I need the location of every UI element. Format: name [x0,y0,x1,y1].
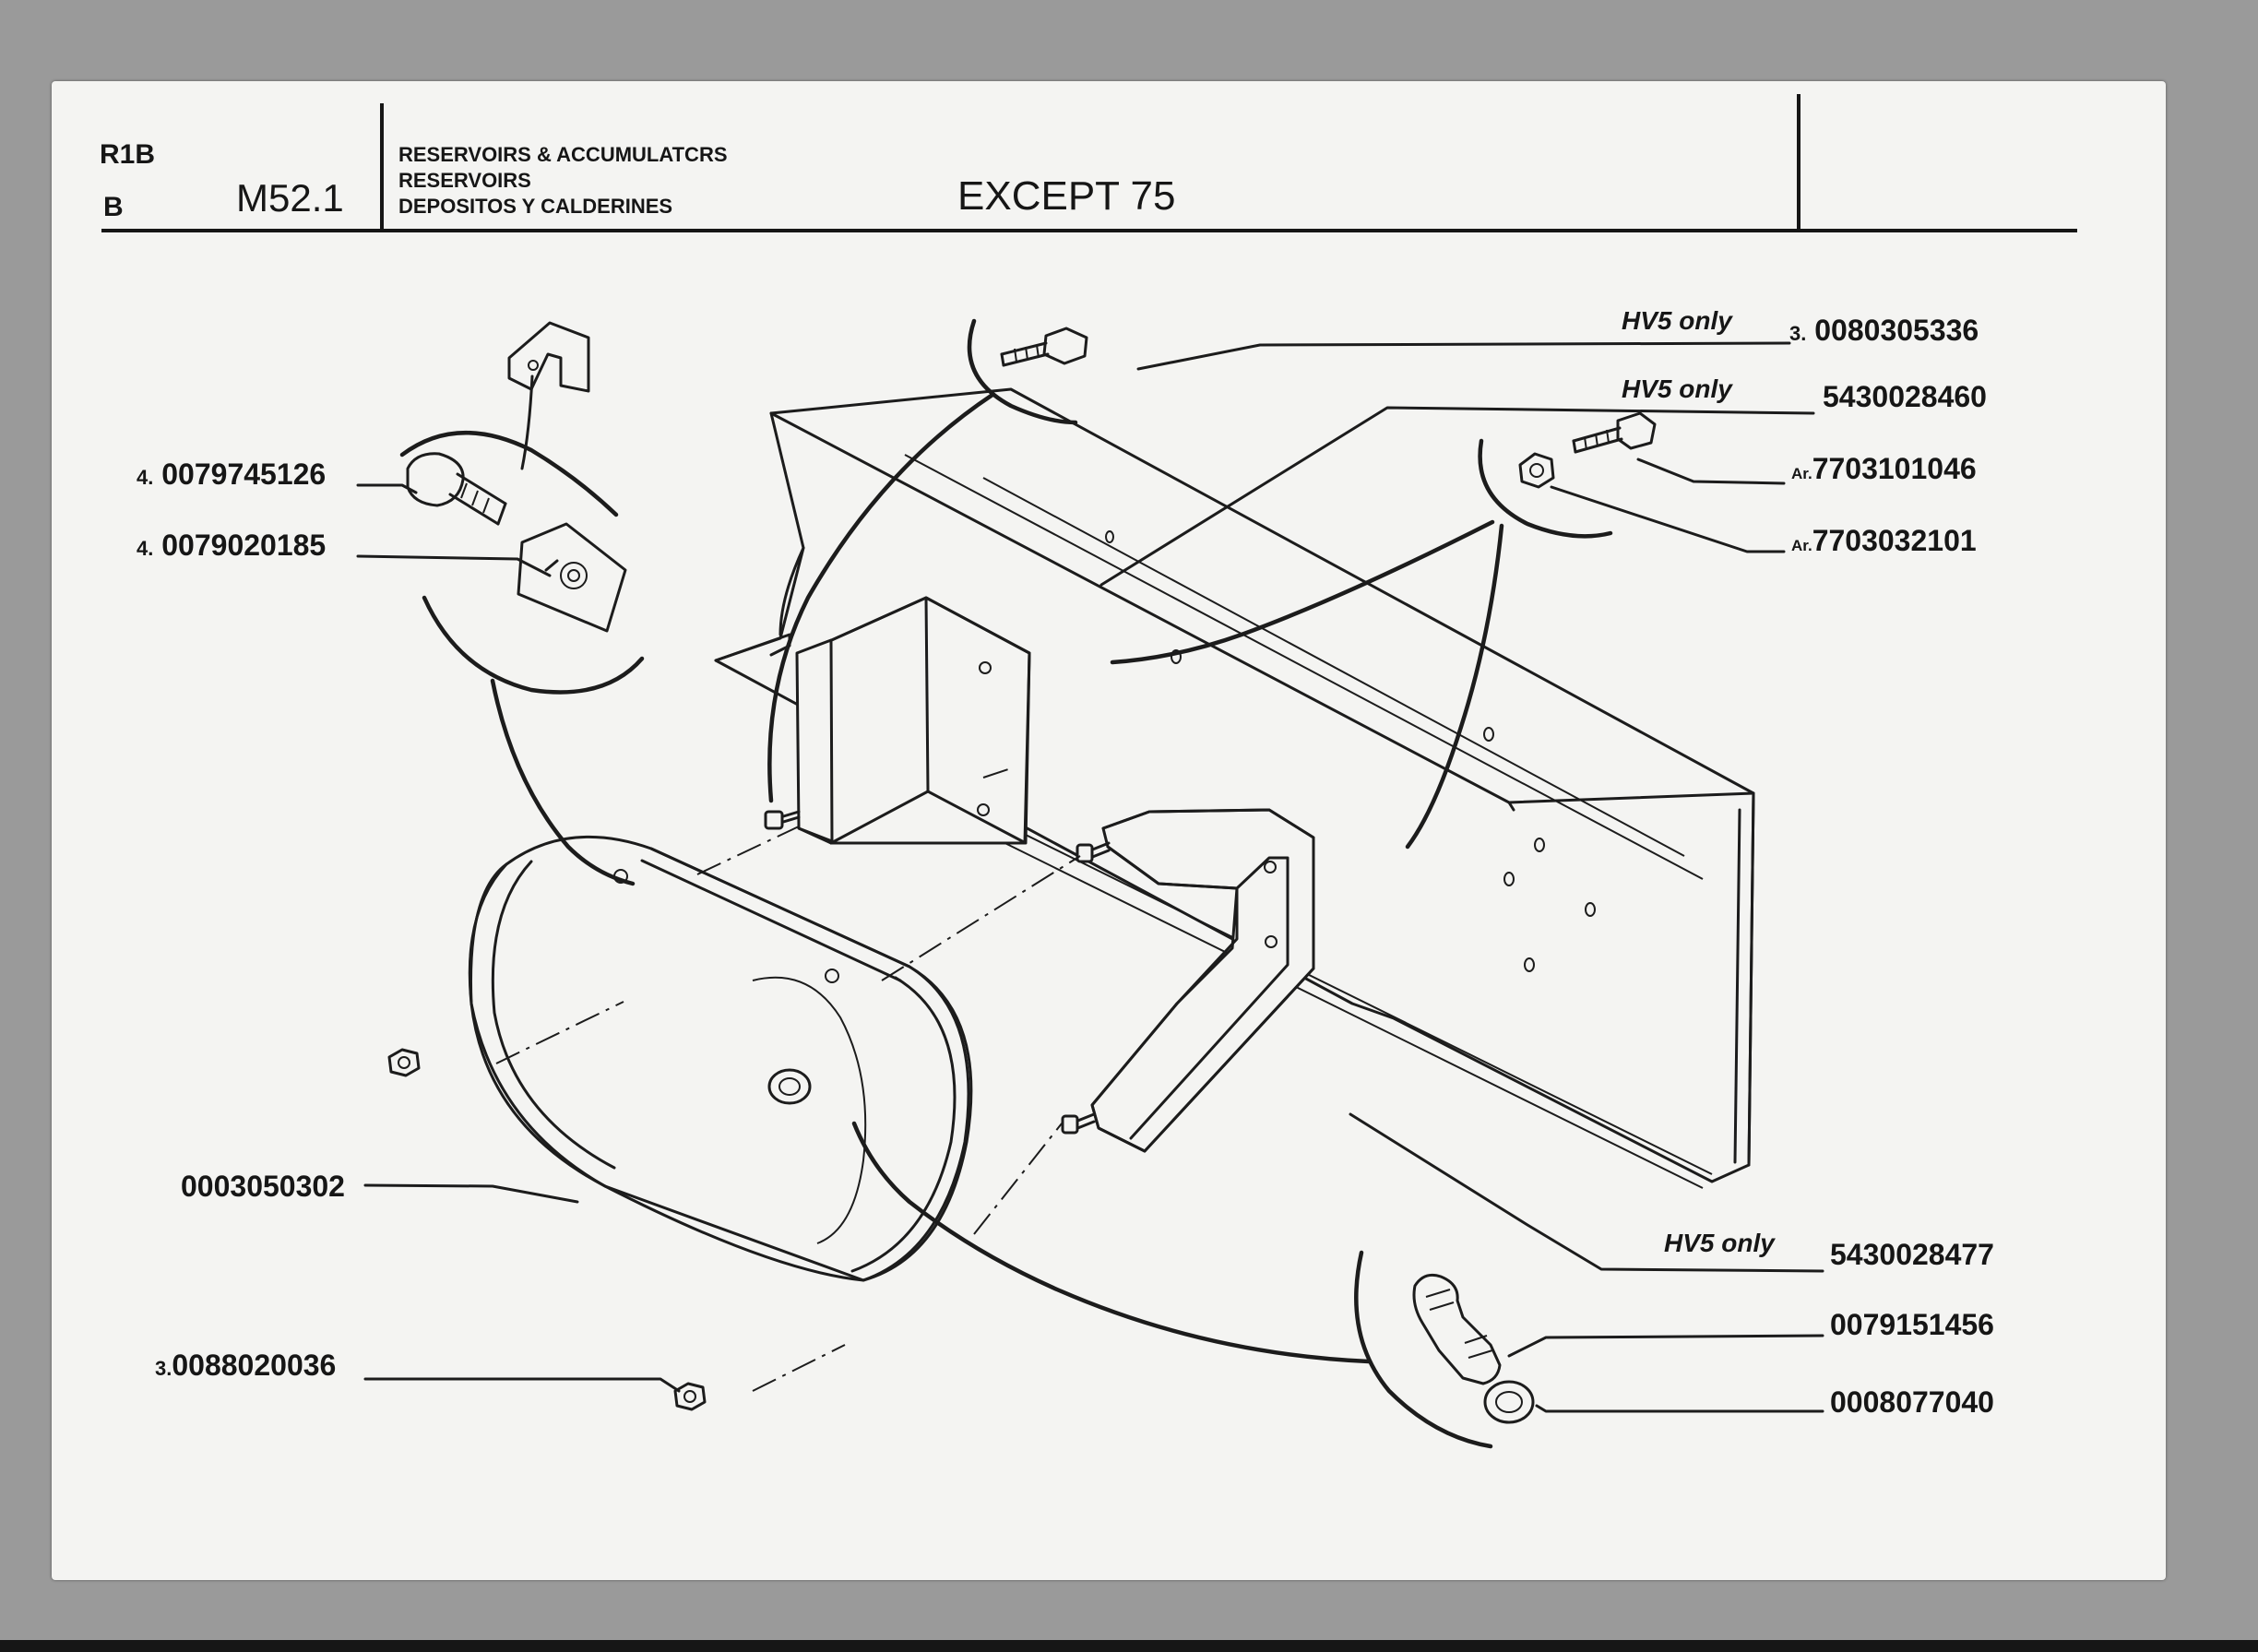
callout-0080305336: 3. 0080305336 [1789,314,1979,348]
part-number: 7703032101 [1812,524,1977,557]
exploded-diagram [356,318,1824,1449]
header-divider-right [1797,94,1800,231]
nut-icon [1518,452,1555,489]
air-reservoir-tank-icon [468,835,973,1282]
hv5-note: HV5 only [1664,1229,1775,1257]
callout-line [1405,523,1504,850]
clip-nut-icon [517,522,627,633]
hv5-note: HV5 only [1622,306,1732,335]
part-number: 5430028477 [1830,1238,1994,1271]
callout-0079151456: 0079151456 [1830,1308,1994,1342]
callout-arc [1354,1250,1493,1449]
callout-arc [399,430,619,517]
callout-arc [1478,438,1613,539]
part-number: 0079745126 [161,458,327,491]
header-rule [101,229,2077,232]
title-fr: RESERVOIRS [398,169,531,192]
title-es: DEPOSITOS Y CALDERINES [398,195,673,218]
clip-nut-icon [507,321,590,470]
callout-line [1110,519,1495,665]
part-number: 0008077040 [1830,1385,1994,1419]
callout-0003050302: 0003050302 [181,1170,345,1204]
header-divider-left [380,103,384,232]
parts-sheet: R1B B M52.1 RESERVOIRS & ACCUMULATCRS RE… [52,81,2166,1580]
callout-7703101046: Ar.7703101046 [1791,452,1977,486]
callout-0008077040: 0008077040 [1830,1385,1994,1420]
section-code: R1B [100,139,156,170]
callout-0079745126: 4. 0079745126 [137,458,326,492]
part-number: 5430028460 [1823,380,1987,413]
callout-5430028460: 5430028460 [1823,380,1987,414]
leader-lines [356,341,1824,1413]
callout-0079020185: 4. 0079020185 [137,529,326,563]
angle-bracket-icon [764,596,1031,845]
callout-5430028477: 5430028477 [1830,1238,1994,1272]
washer-icon [1483,1380,1535,1424]
callout-7703032101: Ar.7703032101 [1791,524,1977,558]
section-letter: B [103,192,124,222]
drain-valve-icon [1412,1273,1502,1385]
part-number: 0080305336 [1814,314,1979,347]
part-number: 0003050302 [181,1170,345,1203]
applicability-note: EXCEPT 75 [957,173,1176,219]
callout-arc [967,318,1078,425]
scan-border [0,1640,2258,1652]
callout-qty: 4. [137,537,154,560]
part-number: 0079151456 [1830,1308,1994,1341]
callout-arc [422,595,645,695]
callout-qty: 3. [1789,322,1807,345]
callout-line [851,1121,1372,1364]
part-number: 0079020185 [161,529,327,562]
bolt-icon [1572,411,1657,454]
callout-line [767,392,995,803]
title-en: RESERVOIRS & ACCUMULATCRS [398,143,728,166]
callout-line [490,678,636,886]
callout-qty: 3. [155,1357,172,1380]
nut-icon [673,1382,707,1411]
page-titles: RESERVOIRS & ACCUMULATCRS RESERVOIRS DEP… [398,142,728,220]
callout-prefix: Ar. [1791,465,1812,482]
strap-bracket-icon [1061,808,1315,1153]
page-reference: M52.1 [236,176,344,220]
bolt-icon [1000,327,1088,367]
callout-0088020036: 3.0088020036 [155,1349,336,1383]
part-number: 7703101046 [1812,452,1977,485]
callout-prefix: Ar. [1791,537,1812,554]
hv5-note: HV5 only [1622,374,1732,403]
bolt-icon [406,452,507,526]
callout-qty: 4. [137,466,154,489]
part-number: 0088020036 [172,1349,337,1382]
nut-icon [387,1048,421,1077]
